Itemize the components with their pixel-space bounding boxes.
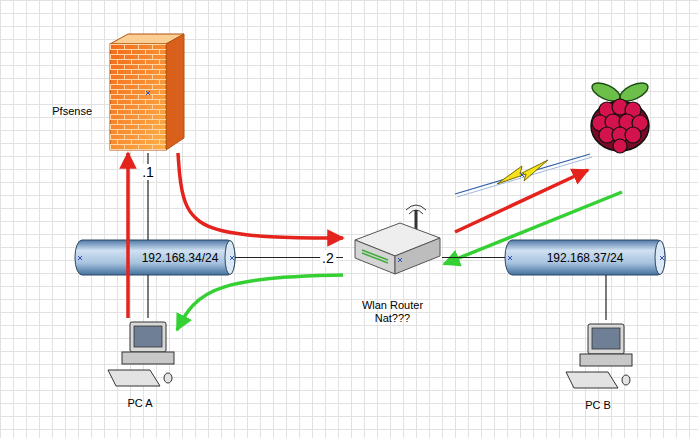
firewall-side — [166, 34, 184, 150]
wireless-line — [455, 154, 590, 194]
anchor-mark — [78, 91, 664, 262]
wireless-link — [455, 154, 592, 197]
pipe-end — [225, 241, 235, 275]
address-label: .2 — [320, 250, 336, 266]
network-link — [605, 275, 606, 320]
pc-screen — [134, 326, 162, 347]
router-waves — [406, 205, 426, 214]
firewall-bricks — [110, 44, 166, 150]
router-side — [395, 238, 440, 274]
router-icon — [355, 205, 440, 274]
anchor-mark — [230, 256, 234, 260]
node-label: 192.168.34/24 — [142, 251, 219, 265]
network-pipe — [505, 240, 665, 275]
pipe-body — [505, 240, 665, 275]
pipe-body — [75, 240, 235, 275]
node-label: 192.168.37/24 — [547, 251, 624, 265]
pc-mouse — [622, 375, 630, 385]
anchor-mark — [78, 256, 82, 260]
anchor-mark — [146, 91, 150, 95]
pc-monitor — [588, 324, 624, 354]
pc-node: PC B — [561, 320, 635, 414]
network-band: 192.168.37/24 — [505, 240, 665, 275]
flow-arrow — [126, 153, 130, 318]
firewall-front — [110, 44, 166, 150]
flow-arrow — [178, 153, 343, 238]
pc-screen — [592, 328, 620, 349]
pi-drupelets — [625, 127, 641, 143]
router-front — [355, 240, 395, 274]
pc-case — [580, 354, 632, 366]
firewall-node: Pfsense — [108, 33, 188, 153]
anchor-mark — [660, 256, 664, 260]
anchor-mark — [520, 173, 524, 177]
address-label: .1 — [140, 164, 156, 180]
network-band: 192.168.34/24 — [75, 240, 235, 275]
pc-monitor — [130, 322, 166, 352]
raspberry-pi-logo — [589, 79, 650, 153]
network-link — [147, 275, 148, 318]
node-label: PC A — [103, 397, 177, 410]
network-link — [442, 257, 505, 258]
firewall-icon — [110, 34, 184, 150]
node-label: PC B — [561, 399, 635, 412]
pi-drupelets — [613, 139, 627, 153]
router-node: Wlan Router Nat??? — [343, 205, 442, 327]
pc-node: PC A — [103, 318, 177, 412]
lightning-bolt — [497, 160, 548, 184]
network-pipe — [75, 240, 235, 275]
flow-arrow — [455, 170, 588, 232]
flow-arrow — [177, 275, 343, 330]
pc-icon — [566, 324, 632, 388]
router-lights — [362, 250, 388, 263]
anchor-mark — [398, 258, 402, 262]
pc-mouse — [164, 373, 172, 383]
node-label: Wlan Router Nat??? — [354, 299, 431, 325]
node-label: Pfsense — [52, 105, 92, 117]
pc-keyboard — [108, 370, 160, 386]
pc-icon — [108, 322, 174, 386]
pi-drupelets — [592, 99, 648, 153]
pc-case — [122, 352, 174, 364]
pc-keyboard — [566, 372, 618, 388]
anchor-mark — [508, 256, 512, 260]
pipe-end — [655, 241, 665, 275]
